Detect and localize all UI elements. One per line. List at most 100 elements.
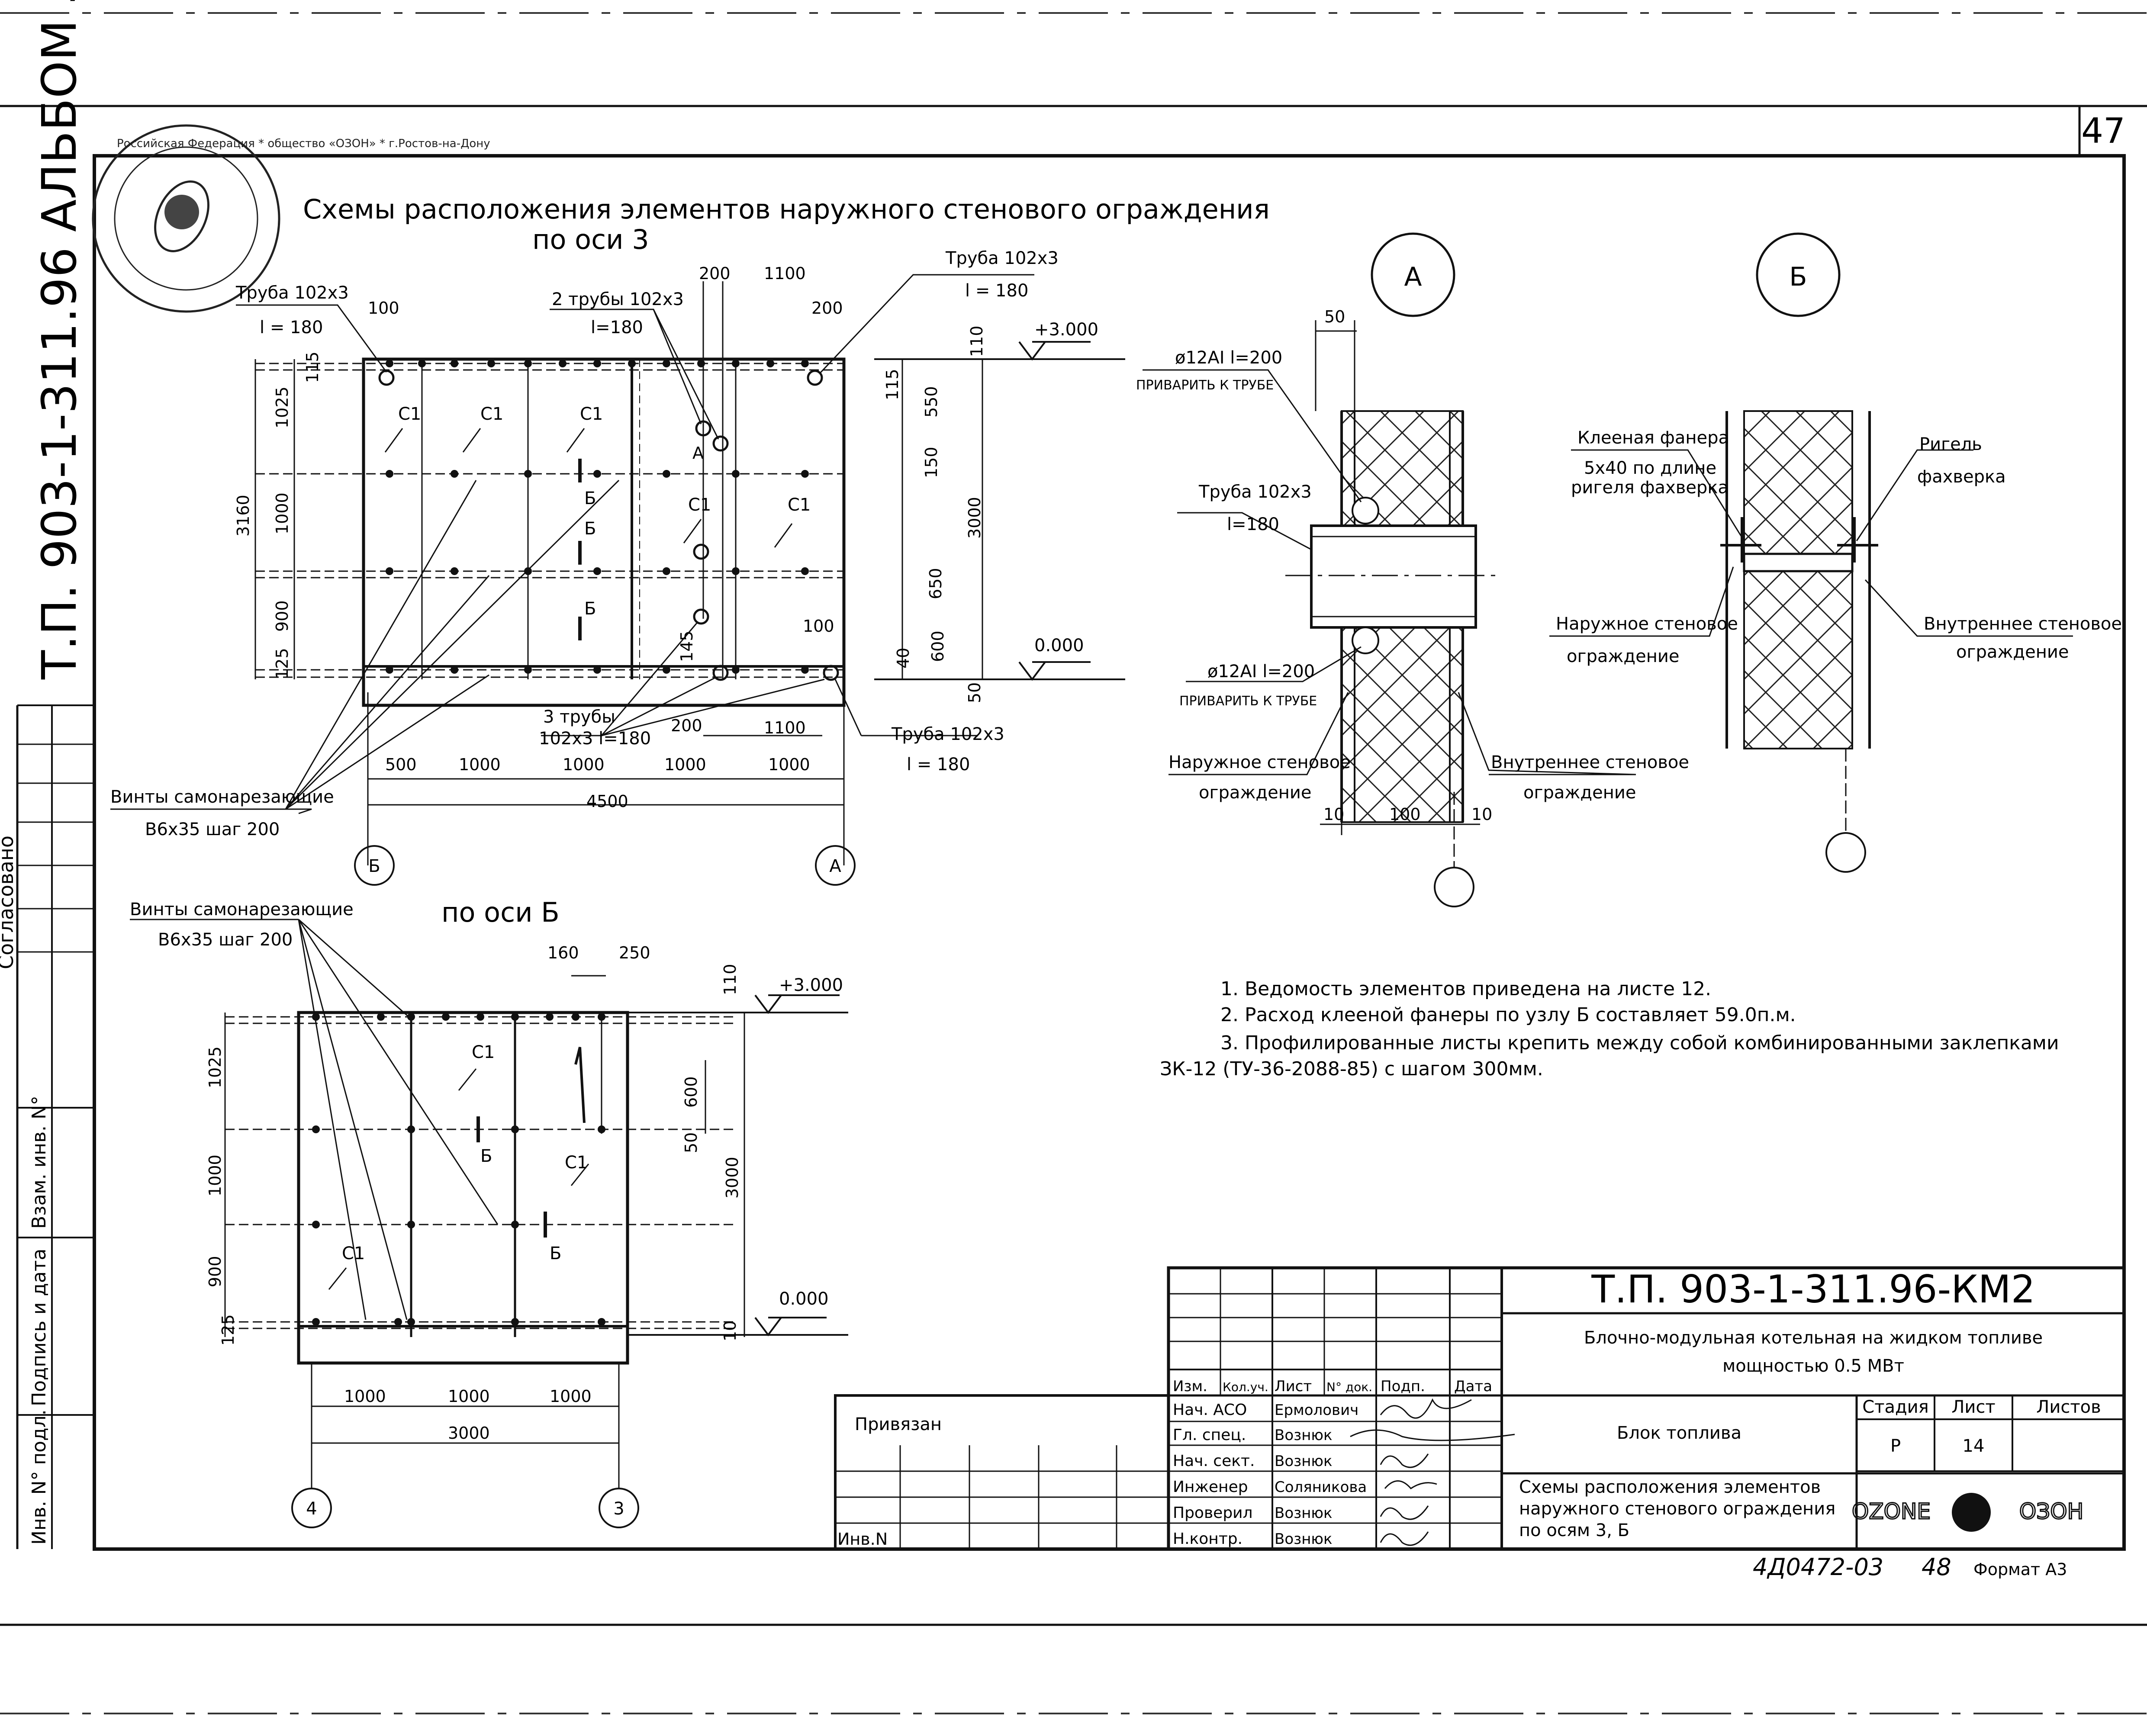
pipe-left-len: l = 180 [260, 318, 323, 338]
tb-sheet: 14 [1963, 1436, 1985, 1456]
panel-c1-4: С1 [688, 495, 711, 515]
tb-project-2: мощностью 0.5 МВт [1722, 1356, 1904, 1376]
second-leaders [130, 919, 589, 1320]
panel-c1-2: С1 [480, 404, 503, 424]
main-dim-left-4: 125 [273, 648, 292, 679]
detail-a-rod-top: ø12АI l=200 [1175, 348, 1282, 368]
main-dim-bottom-3: 1000 [664, 755, 706, 774]
detail-a-rod-bot: ø12АI l=200 [1207, 662, 1315, 682]
detail-a-rod-bot-note: ПРИВАРИТЬ К ТРУБЕ [1179, 694, 1317, 709]
tb-privyazan: Привязан [855, 1415, 942, 1434]
elevation-bot-second: 0.000 [779, 1289, 829, 1309]
detail-b-plywood-spec1: 5х40 по длине [1584, 458, 1716, 478]
tb-role-1: Гл. спец. [1173, 1426, 1246, 1444]
detail-b-mark: Б [1789, 262, 1807, 292]
detail-a-pipe: Труба 102х3 [1198, 482, 1312, 502]
second-dim-left-1: 1000 [206, 1154, 225, 1196]
main-dim-top-0: 100 [368, 299, 399, 318]
pipe-right-bot-label: Труба 102х3 [891, 724, 1004, 744]
scan-edge-top [0, 12, 2147, 1714]
panel-c1-3: С1 [580, 404, 603, 424]
tb-role-0: Нач. АСО [1173, 1401, 1247, 1419]
tb-col-kol: Кол.уч. [1223, 1380, 1268, 1394]
tb-sheet-label: Лист [1951, 1397, 1995, 1417]
detail-a-pipe-len: l=180 [1227, 514, 1279, 534]
pipe-right-top-len: l = 180 [965, 281, 1028, 301]
detail-a-inner-wall2: ограждение [1523, 783, 1636, 803]
title-block-grid [834, 1266, 2126, 1551]
main-leaders [110, 274, 1034, 814]
main-dim-top-3: 200 [811, 299, 843, 318]
axis-3: 3 [613, 1499, 624, 1519]
main-dim-right-4: 3000 [965, 497, 984, 539]
margin-inv-orig: Инв. N° подл. [28, 1409, 50, 1545]
main-dim-right-10: 50 [965, 682, 984, 703]
tb-block: Блок топлива [1617, 1423, 1741, 1443]
margin-agreed: Согласовано [0, 836, 18, 969]
tb-format: Формат А3 [1973, 1560, 2067, 1579]
main-dim-bottom-4: 1000 [768, 755, 810, 774]
main-dim-right-8: 145 [677, 630, 696, 662]
tb-code: Т.П. 903-1-311.96-КМ2 [1591, 1267, 2035, 1312]
main-dim-right-2: 550 [922, 386, 941, 418]
tb-role-5: Н.контр. [1173, 1530, 1242, 1548]
second-wall-girts [225, 1016, 736, 1329]
tb-col-podp: Подп. [1381, 1378, 1425, 1395]
node-b-ref-4: Б [480, 1146, 492, 1166]
tb-sheet-title-3: по осям 3, Б [1519, 1521, 1629, 1540]
tb-inv: Инв.N [837, 1530, 888, 1549]
main-wall-screws [386, 360, 809, 674]
second-dim-right-3: 3000 [723, 1157, 742, 1199]
main-dim-right-7: 40 [894, 648, 913, 669]
main-dim-bottom2-1: 1100 [764, 718, 806, 737]
second-dim-right-0: 110 [721, 964, 740, 995]
axis-a-main: А [829, 856, 841, 876]
pipe-3-len: 102х3 l=180 [539, 729, 651, 749]
second-wall-screws [312, 1013, 605, 1326]
detail-a-rod-top-note: ПРИВАРИТЬ К ТРУБЕ [1136, 378, 1274, 393]
logo-left-text: OZONE [1852, 1499, 1931, 1524]
detail-a-dim-bot-2: 10 [1471, 805, 1492, 824]
axis-4: 4 [306, 1499, 317, 1519]
main-dim-left-3: 900 [273, 600, 292, 632]
node-b-ref-5: Б [550, 1244, 561, 1263]
second-dim-right-2: 50 [682, 1132, 701, 1153]
main-dim-right-9: 100 [803, 617, 834, 636]
note-1: 1. Ведомость элементов приведена на лист… [1220, 978, 1711, 1000]
company-seal: Российская Федерация * общество «ОЗОН» *… [92, 124, 490, 313]
detail-b-rigel2: фахверка [1917, 467, 2006, 487]
detail-b-outer-wall: Наружное стеновое [1556, 614, 1738, 634]
second-axis-bubbles [291, 1488, 639, 1528]
second-dim-right-1: 600 [682, 1076, 701, 1108]
tb-archive: 4Д0472-03 [1753, 1553, 1883, 1581]
panel-c1-b-3: С1 [342, 1244, 365, 1263]
detail-b-plywood-spec2: ригеля фахверка [1571, 478, 1729, 498]
second-dim-left-0: 1025 [206, 1046, 225, 1088]
pipe-right-bot-len: l = 180 [907, 755, 970, 775]
detail-a-dim-50: 50 [1324, 307, 1345, 326]
node-b-ref-3: Б [584, 599, 596, 619]
screws-label-2: Винты самонарезающие [130, 900, 354, 919]
detail-a-inner-wall: Внутреннее стеновое [1491, 752, 1689, 772]
tb-role-2: Нач. сект. [1173, 1452, 1255, 1470]
second-dim-bottom-1: 1000 [448, 1387, 490, 1406]
node-b-ref-1: Б [584, 489, 596, 508]
main-wall-frame [362, 357, 846, 707]
main-panel-marks [384, 428, 793, 640]
second-dim-top-0: 160 [547, 943, 579, 962]
note-4: ЗК-12 (ТУ-36-2088-85) с шагом 300мм. [1160, 1058, 1543, 1080]
note-2: 2. Расход клееной фанеры по узлу Б соста… [1220, 1004, 1796, 1026]
main-dim-left-0: 115 [303, 351, 322, 383]
seal-text: Российская Федерация * общество «ОЗОН» *… [117, 137, 490, 150]
margin-sign-date: Подпись и дата [28, 1249, 50, 1406]
tb-name-4: Вознюк [1275, 1505, 1333, 1522]
logo-mark-icon [1952, 1493, 1991, 1532]
main-dim-lines [254, 281, 983, 865]
main-dim-left-1: 1025 [273, 386, 292, 428]
second-dim-lines [224, 975, 745, 1488]
main-dim-right-0: 110 [967, 325, 986, 357]
tb-stage-label: Стадия [1862, 1397, 1928, 1417]
second-dim-total: 3000 [448, 1424, 490, 1443]
pipe-2-len: l=180 [591, 318, 643, 338]
